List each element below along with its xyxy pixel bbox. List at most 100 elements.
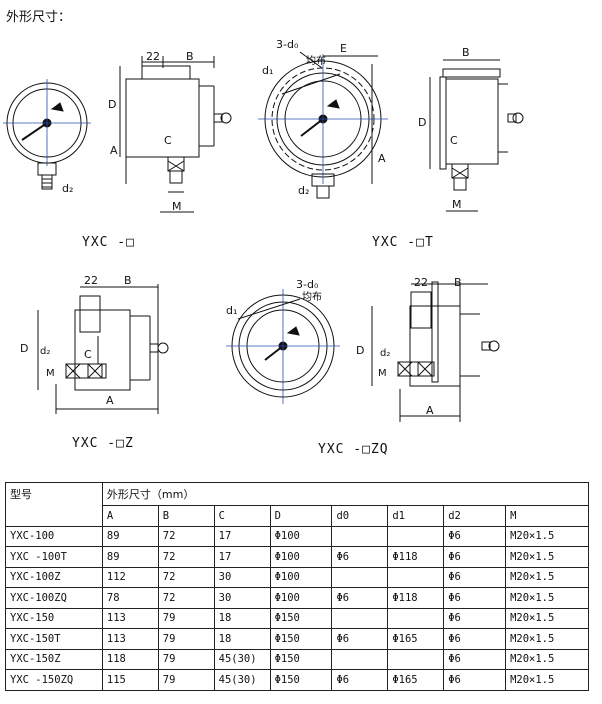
label-holes-fig4: 3-d₀ [296, 278, 319, 291]
column-header: B [157, 505, 215, 527]
model-cell: YXC-100 [5, 525, 103, 547]
label-E-fig2: E [340, 42, 347, 55]
table-cell: Φ100 [269, 566, 333, 588]
label-22-fig4: 22 [414, 276, 428, 289]
label-C-fig1: C [164, 134, 172, 147]
caption-fig4: YXC -□ZQ [318, 442, 389, 457]
column-header: A [101, 505, 159, 527]
label-d1-fig4: d₁ [226, 304, 237, 317]
table-cell [387, 648, 445, 670]
technical-drawing: d₂ 22 B D A C M 3-d₀ 均布 d₁ E A d₂ B D C … [0, 24, 602, 480]
table-cell: 72 [157, 525, 215, 547]
table-cell: 17 [213, 525, 271, 547]
label-C-fig2: C [450, 134, 458, 147]
label-d2-fig3: d₂ [40, 346, 50, 357]
table-cell [331, 566, 389, 588]
label-d2-fig4: d₂ [380, 348, 390, 359]
label-even-fig2: 均布 [306, 55, 326, 67]
table-cell: M20×1.5 [505, 607, 589, 629]
fig1-front-view [3, 79, 91, 190]
label-M-fig2: M [452, 198, 462, 211]
model-cell: YXC-150 [5, 607, 103, 629]
table-cell: Φ118 [387, 546, 445, 568]
table-cell [331, 525, 389, 547]
model-cell: YXC-150T [5, 628, 103, 650]
table-cell: M20×1.5 [505, 628, 589, 650]
table-cell: 30 [213, 566, 271, 588]
label-d1-fig2: d₁ [262, 64, 273, 77]
column-header: D [269, 505, 333, 527]
column-header: d1 [387, 505, 445, 527]
caption-fig1: YXC -□ [82, 235, 135, 250]
table-cell: 79 [157, 628, 215, 650]
table-cell: Φ165 [387, 628, 445, 650]
caption-fig2: YXC -□T [372, 235, 434, 250]
table-cell: 118 [101, 648, 159, 670]
model-cell: YXC -100T [5, 546, 103, 568]
model-cell: YXC -150ZQ [5, 669, 103, 691]
header-dims: 外形尺寸（mm） [101, 482, 590, 506]
table-cell: Φ6 [443, 628, 507, 650]
label-D-fig1: D [108, 98, 116, 111]
table-cell: Φ150 [269, 669, 333, 691]
label-d2-fig1: d₂ [62, 182, 73, 195]
table-cell: 72 [157, 566, 215, 588]
fig2-side-view [429, 59, 524, 212]
table-header-row: 型号 外形尺寸（mm） [5, 482, 590, 527]
table-cell: Φ118 [387, 587, 445, 609]
table-cell: 113 [101, 628, 159, 650]
table-cell: Φ6 [443, 587, 507, 609]
table-cell: M20×1.5 [505, 525, 589, 547]
label-B-fig2: B [462, 46, 470, 59]
table-cell: Φ6 [443, 525, 507, 547]
table-cell: 30 [213, 587, 271, 609]
model-cell: YXC-100ZQ [5, 587, 103, 609]
table-cell: 89 [101, 525, 159, 547]
label-A-fig3: A [106, 394, 114, 407]
label-A-fig1: A [110, 144, 118, 157]
label-A-fig4: A [426, 404, 434, 417]
table-cell [387, 525, 445, 547]
label-M-fig3: M [46, 368, 55, 379]
label-C-fig3: C [84, 348, 92, 361]
label-holes-fig2: 3-d₀ [276, 38, 299, 51]
table-cell: 79 [157, 669, 215, 691]
page-title: 外形尺寸： [6, 10, 72, 25]
table-cell: 18 [213, 628, 271, 650]
table-cell: Φ6 [443, 669, 507, 691]
label-D-fig3: D [20, 342, 28, 355]
table-cell: Φ6 [331, 628, 389, 650]
table-cell: Φ6 [443, 648, 507, 670]
label-B-fig1: B [186, 50, 194, 63]
label-M-fig1: M [172, 200, 182, 213]
table-cell [331, 607, 389, 629]
table-cell: Φ6 [443, 546, 507, 568]
table-cell: Φ6 [443, 607, 507, 629]
table-cell [387, 607, 445, 629]
caption-fig3: YXC -□Z [72, 436, 134, 451]
label-A-fig2: A [378, 152, 386, 165]
table-cell [387, 566, 445, 588]
label-D-fig4: D [356, 344, 364, 357]
model-cell: YXC-100Z [5, 566, 103, 588]
fig3-side-view [37, 284, 169, 414]
table-cell: Φ6 [443, 566, 507, 588]
label-D-fig2: D [418, 116, 426, 129]
table-cell: 72 [157, 587, 215, 609]
table-cell: 89 [101, 546, 159, 568]
table-cell: 72 [157, 546, 215, 568]
table-cell: M20×1.5 [505, 546, 589, 568]
table-cell: Φ6 [331, 546, 389, 568]
header-model: 型号 [5, 482, 103, 527]
table-cell: 115 [101, 669, 159, 691]
label-even-fig4: 均布 [302, 291, 322, 303]
label-22-fig1: 22 [146, 50, 160, 63]
fig1-side-view [119, 56, 232, 213]
